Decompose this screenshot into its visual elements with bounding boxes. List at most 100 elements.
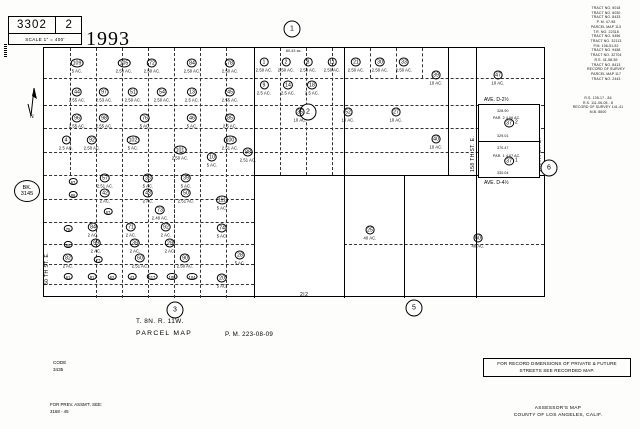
parcel-number: 61 [63, 273, 73, 280]
parcel-number: 82 [63, 253, 73, 263]
parcel-number: 42 [100, 188, 110, 198]
parcel-number: 88 [243, 147, 253, 157]
parcel-acreage: 2.50 AC. [83, 145, 101, 151]
parcel-number: 39 [431, 70, 441, 80]
parcel-acreage: 2.50 AC. [299, 67, 317, 73]
parcel-acreage: 2.51 AC. [221, 145, 239, 151]
inset-parcel-2: 37 2 [504, 118, 518, 128]
header-divider [55, 17, 57, 33]
inset-parcel-1-number: 37 [504, 156, 514, 166]
parcel-label: 43 [127, 267, 137, 283]
parcel-number: 47 [493, 70, 503, 80]
tract-reference-item: PARCEL MAP 117 [590, 72, 622, 77]
parcel-acreage: 2.5 AC. [280, 90, 296, 96]
parcel-acreage: 2.50 AC. [395, 67, 413, 73]
parcel-number: 18 [307, 80, 317, 90]
prev-assessment-block: FOR PREV. ASSM'T. SEE: 3168 - 45 [50, 402, 102, 415]
parcel-number: 60 [135, 253, 145, 263]
parcel-number: 96 [72, 113, 82, 123]
parcel-number: 39 [181, 173, 191, 183]
parcel-acreage: 5 AC. [180, 183, 192, 189]
parcel-acreage: 2.50 AC. [183, 68, 201, 74]
sheet-index-2: 2 [299, 103, 317, 121]
parcel-acreage: 2 AC. [129, 248, 141, 254]
parcel-number: 8 [303, 57, 313, 67]
parcel-acreage: 10 AC. [293, 117, 307, 123]
parcel-acreage: 2.5 AC. [184, 97, 200, 103]
parcel-acreage: 5 AC. [216, 283, 228, 289]
tract-reference-item: TRACT NO. 9458 [591, 48, 621, 53]
tract-reference-item: TRACT NO. 5456 [591, 34, 621, 39]
parcel-number: 111 [216, 195, 228, 205]
inset-detail-box: AVE. D-2½ AVE. D-4½ 37 2 37 1 328.90 PAR… [478, 97, 540, 186]
parcel-number: 75 [63, 225, 73, 232]
prev-assmt-label: FOR PREV. ASSM'T. SEE: [50, 402, 103, 407]
code-value: 3435 [53, 366, 64, 372]
inset-dim-top: 328.90 [497, 109, 509, 113]
parcel-number: 45 [225, 87, 235, 97]
parcel-number: 84 [187, 58, 197, 68]
parcel-acreage: 2.50 AC. [277, 67, 295, 73]
parcel-number: 78 [225, 58, 235, 68]
parcel-number: 71 [126, 222, 136, 232]
tract-reference-item: R.S. 135-17 - 84 [584, 96, 612, 100]
parcel-acreage: 2.51 AC. [177, 198, 195, 204]
parcel-number: 72 [147, 58, 157, 68]
inset-dim-bottom: 330.04 [497, 171, 509, 175]
parcel-number: 36 [143, 173, 153, 183]
parcel-acreage: 5 AC. [216, 205, 228, 211]
scale-label: SCALE 1" = 400' [8, 34, 82, 45]
parcel-acreage: 2.50 AC. [153, 97, 171, 103]
inset-divider [479, 141, 539, 142]
parcel-number: 92 [87, 135, 97, 145]
parcel-acreage: 5 AC. [127, 145, 139, 151]
inset-dim-par1: PAR. 1 4.07 AC. [493, 154, 521, 158]
parcel-number: 11 [327, 57, 337, 67]
parcel-number: 43 [127, 273, 137, 280]
parcel-number: 4 [61, 135, 71, 145]
parcel-number: 97 [99, 87, 109, 97]
tract-reference-item: TRACT NO. 32704 [590, 53, 622, 58]
map-frame [43, 47, 545, 298]
parcel-acreage: 10 AC. [389, 117, 403, 123]
inset-parcel-1: 37 1 [504, 156, 518, 166]
map-reference-label: P. M. 223-08-09 [225, 331, 274, 338]
parcel-number: 14 [283, 80, 293, 90]
parcel-number: 10 [207, 152, 217, 162]
parcel-number: 46 [187, 113, 197, 123]
sheet-index-3: 3 [166, 301, 184, 319]
parcel-label: 75 [63, 219, 73, 235]
parcel-acreage: 2 AC. [99, 198, 111, 204]
parcel-number: 76 [140, 113, 150, 123]
parcel-number: 104 [186, 273, 198, 280]
tract-reference-item: P. M. 47-98 [596, 20, 616, 25]
parcel-number: 101 [173, 145, 187, 155]
parcel-acreage: 5 AC. [186, 123, 198, 129]
top-boundary-dimension: 60.43 ac. [286, 49, 302, 53]
parcel-number: 117 [146, 273, 158, 280]
parcel-label: 91 [87, 267, 97, 283]
parcel-number: 35 [295, 107, 305, 117]
parcel-number: 39 [130, 238, 140, 248]
